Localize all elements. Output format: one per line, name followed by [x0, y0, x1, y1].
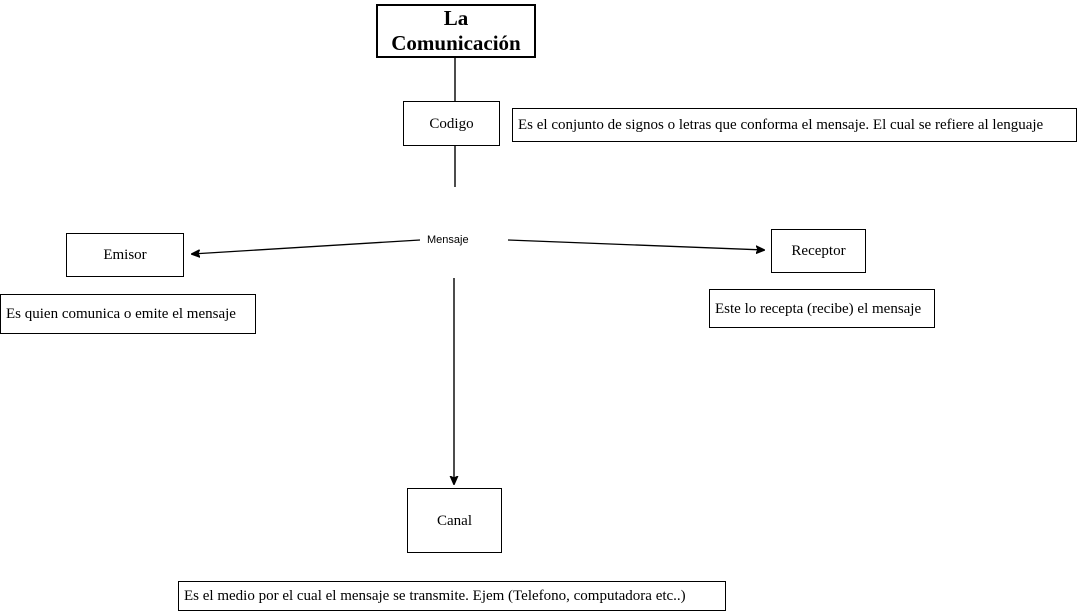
node-label: Receptor	[791, 243, 846, 259]
note-emisor[interactable]: Es quien comunica o emite el mensaje	[0, 294, 256, 334]
node-label: La Comunicación	[391, 5, 521, 55]
note-text: Es quien comunica o emite el mensaje	[6, 306, 236, 322]
node-la-comunicacion[interactable]: La Comunicación	[376, 4, 536, 58]
node-label: Codigo	[429, 115, 474, 132]
note-codigo[interactable]: Es el conjunto de signos o letras que co…	[512, 108, 1077, 142]
note-text: Este lo recepta (recibe) el mensaje	[715, 300, 922, 317]
note-text: Es el medio por el cual el mensaje se tr…	[184, 588, 686, 604]
node-label: Emisor	[103, 247, 147, 263]
node-receptor[interactable]: Receptor	[771, 229, 866, 273]
node-emisor[interactable]: Emisor	[66, 233, 184, 277]
node-codigo[interactable]: Codigo	[403, 101, 500, 146]
connector-mensaje-to-emisor	[192, 239, 421, 254]
node-label: Canal	[437, 512, 472, 529]
connector-mensaje-to-receptor	[507, 239, 764, 250]
edge-label-mensaje: Mensaje	[427, 234, 469, 246]
node-canal[interactable]: Canal	[407, 488, 502, 553]
edge-label-text: Mensaje	[427, 234, 469, 246]
note-canal[interactable]: Es el medio por el cual el mensaje se tr…	[178, 581, 726, 611]
note-text: Es el conjunto de signos o letras que co…	[518, 117, 1044, 133]
note-receptor[interactable]: Este lo recepta (recibe) el mensaje	[709, 289, 935, 328]
